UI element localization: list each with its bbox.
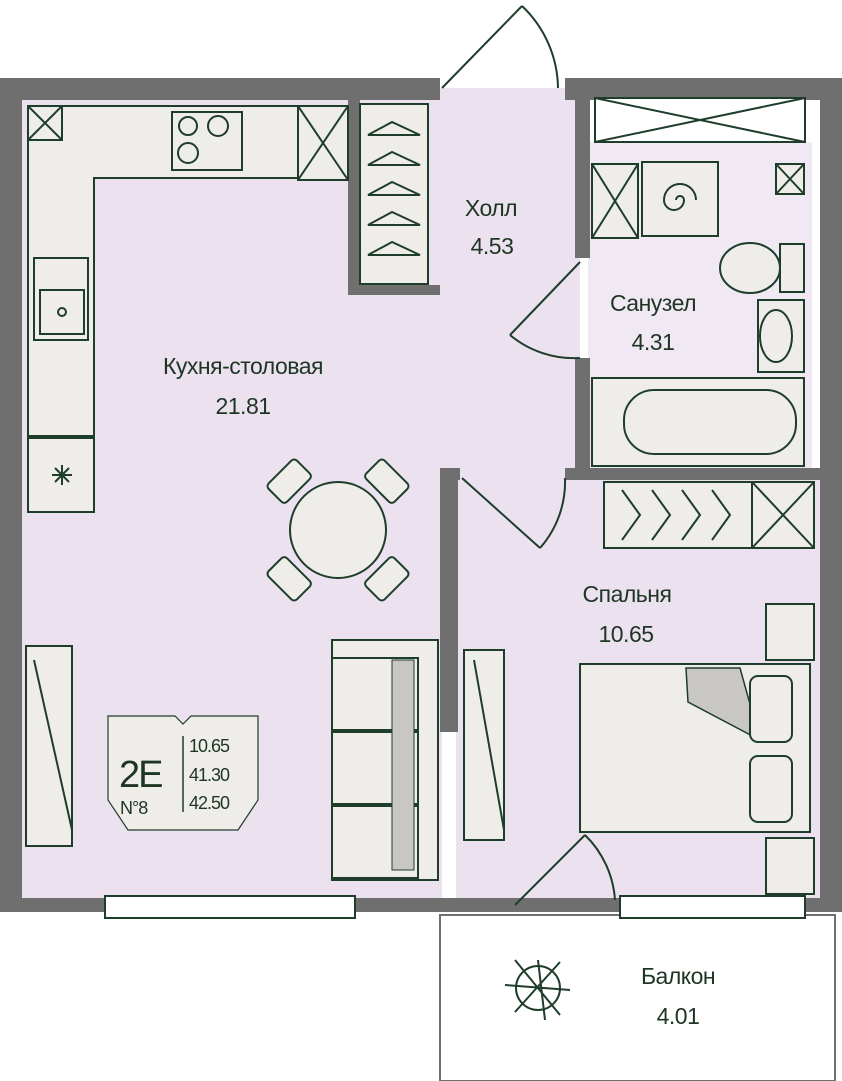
- room-area-balcony: 4.01: [657, 1003, 700, 1029]
- bedroom-door: [461, 477, 567, 549]
- tv-kitchen: [25, 645, 73, 847]
- bedroom-wardrobe: [603, 481, 815, 549]
- room-name-balcony: Балкон: [641, 963, 715, 989]
- total-area-with-balcony: 42.50: [189, 793, 230, 813]
- apartment-badge: 2E N°8 10.65 41.30 42.50: [107, 715, 259, 831]
- entrance-door: [441, 5, 559, 89]
- stove-icon: [171, 111, 243, 171]
- bathroom-fixtures: [591, 161, 805, 467]
- balcony-door: [514, 834, 616, 906]
- apartment-number: N°8: [120, 798, 148, 818]
- plant-icon: [504, 959, 571, 1021]
- room-area-kitchen: 21.81: [215, 393, 270, 419]
- room-name-hall: Холл: [465, 195, 517, 221]
- total-area: 41.30: [189, 765, 230, 785]
- tv-bedroom: [463, 649, 505, 841]
- window-bedroom: [619, 895, 806, 919]
- room-area-hall: 4.53: [471, 233, 514, 259]
- sofa: [331, 639, 439, 881]
- bed: [579, 603, 815, 895]
- window-kitchen: [104, 895, 356, 919]
- room-name-bathroom: Санузел: [610, 290, 696, 316]
- room-area-bathroom: 4.31: [632, 329, 675, 355]
- bathroom-door: [509, 261, 581, 360]
- hall-wardrobe: [359, 103, 429, 285]
- balcony-floor: [439, 914, 836, 1081]
- room-name-bedroom: Спальня: [583, 581, 672, 607]
- fridge-icon: [27, 437, 95, 513]
- apartment-type: 2E: [119, 754, 162, 796]
- hall-floor: [440, 88, 580, 478]
- living-area: 10.65: [189, 736, 230, 756]
- ventilation-box: [594, 97, 806, 143]
- dining-table: [266, 458, 410, 602]
- room-name-kitchen: Кухня-столовая: [163, 353, 323, 379]
- sink-icon: [33, 257, 89, 341]
- room-area-bedroom: 10.65: [598, 621, 653, 647]
